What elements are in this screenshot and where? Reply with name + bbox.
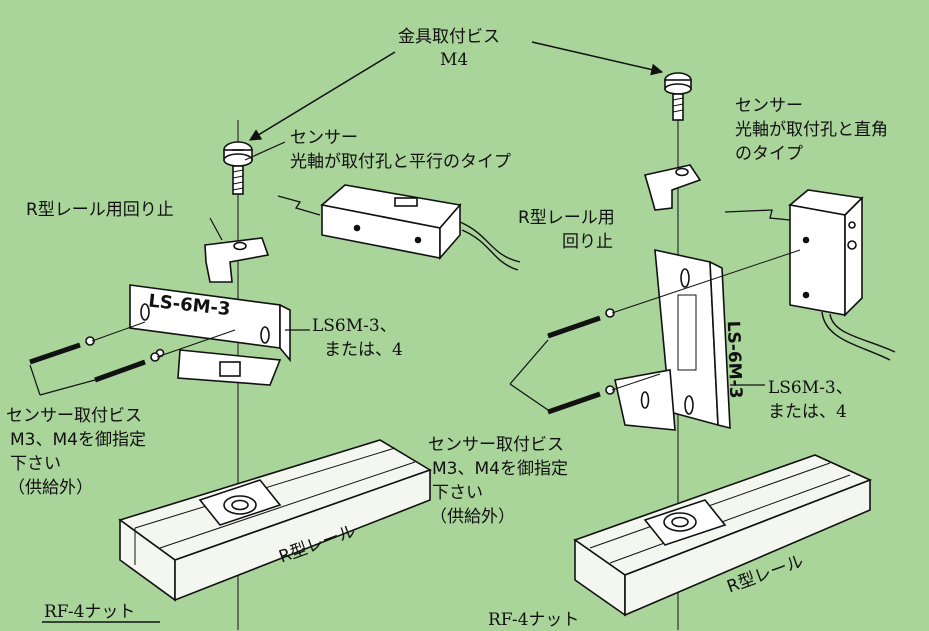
left-screw [223,141,253,195]
left-screws-label-line3: 下さい [10,454,61,474]
left-sensor [277,184,521,271]
right-assembly [509,72,896,630]
left-sensor-screws [29,321,236,383]
screw-label-title: 金具取付ビス [398,27,500,47]
left-stopper [204,237,270,283]
right-screws-label-line1: センサー取付ビス [428,435,564,455]
left-nut-label: RF-4ナット [44,602,136,622]
right-rail [573,454,873,617]
right-bracket-label-line2: または、4 [768,402,847,422]
right-screw [664,72,692,121]
right-sensor [724,189,896,361]
left-screws-label-line2: M3、M4を御指定 [10,430,146,450]
left-nut [198,479,282,526]
right-screws-label-line3: 下さい [432,483,483,503]
left-screws-label-line1: センサー取付ビス [6,406,142,426]
right-screws-label-line4: （供給外） [430,507,515,527]
right-nut-label: RF-4ナット [488,610,580,630]
right-stopper-label-line2: 回り止 [562,232,613,252]
right-screws-label-line2: M3、M4を御指定 [432,459,568,479]
left-bracket-label-line1: LS6M-3、 [312,316,397,336]
right-sensor-label-line2: 光軸が取付孔と直角 [735,120,888,140]
right-stopper [643,164,702,211]
left-rail [118,439,432,602]
screw-arrows [244,41,664,161]
left-sensor-label-line1: センサー [290,128,358,148]
right-sensor-label-line3: のタイプ [735,144,803,164]
right-bracket [614,248,731,431]
left-bracket-label-line2: または、4 [324,340,403,360]
left-bracket [129,284,291,386]
right-stopper-label-line1: R型レール用 [518,208,615,228]
left-stopper-label: R型レール用回り止 [26,200,174,220]
right-sensor-label-line1: センサー [735,96,803,116]
left-assembly [29,120,521,630]
right-nut [643,499,727,546]
right-sensor-screws [547,249,801,415]
right-bracket-stamp: LS-6M-3 [723,320,746,398]
right-bracket-label-line1: LS6M-3、 [768,378,853,398]
left-sensor-label-line2: 光軸が取付孔と平行のタイプ [290,152,511,172]
screw-label-size: M4 [440,50,469,70]
left-screws-label-line4: （供給外） [8,478,93,498]
